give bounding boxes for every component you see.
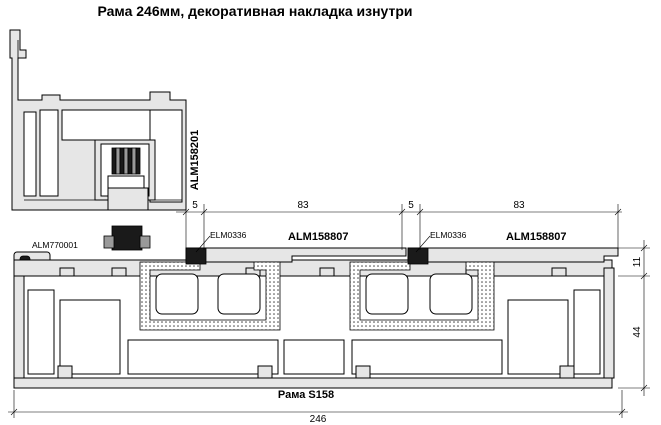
- decorative-cover-1: [139, 247, 407, 331]
- decorative-cover-2: [349, 247, 619, 331]
- insert-2-label: ELM0336: [430, 230, 467, 240]
- frame-label: Рама S158: [278, 389, 334, 401]
- insert-1-label: ELM0336: [210, 230, 247, 240]
- dim-gap-1: 5: [192, 200, 198, 211]
- dim-width-2: 83: [513, 200, 525, 211]
- dim-total-width: 246: [310, 414, 327, 425]
- glazing-bead-assembly: [94, 139, 156, 251]
- vertical-profile-label: ALM158201: [189, 130, 201, 191]
- frame-s158: [13, 259, 615, 389]
- dim-width-1: 83: [297, 200, 309, 211]
- dimension-lines: [8, 204, 650, 418]
- dim-height-small: 11: [632, 256, 643, 267]
- left-profile-label: ALM770001: [32, 240, 78, 250]
- cover-2-label: ALM158807: [506, 231, 567, 243]
- cover-1-label: ALM158807: [288, 231, 349, 243]
- dim-gap-2: 5: [408, 200, 414, 211]
- dim-height-large: 44: [632, 326, 643, 338]
- page-title: Рама 246мм, декоративная накладка изнутр…: [97, 3, 412, 19]
